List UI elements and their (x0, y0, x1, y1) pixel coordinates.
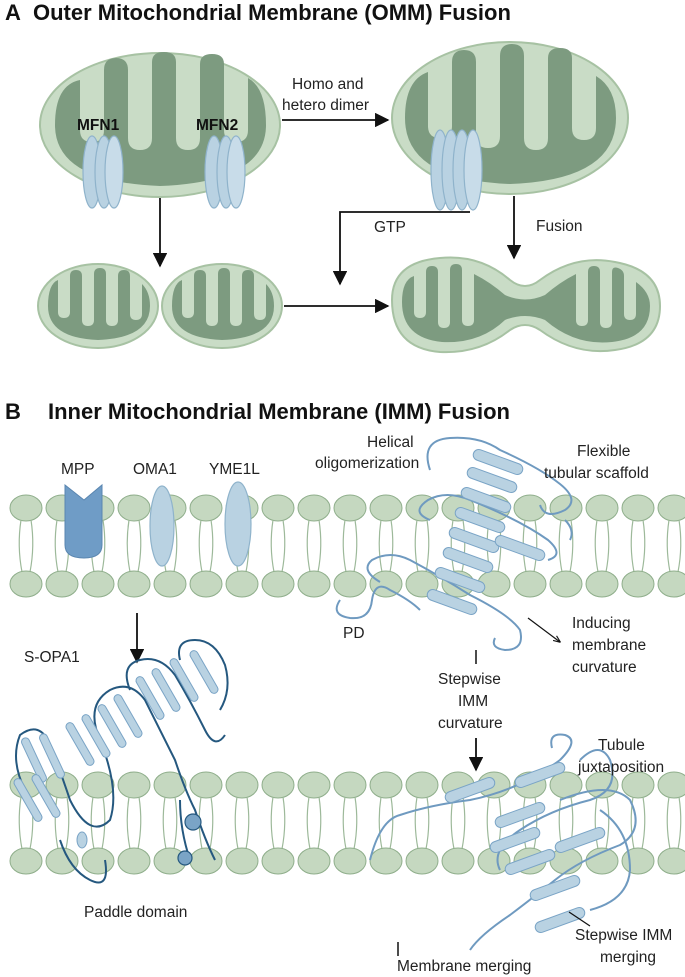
yme1l-label: YME1L (209, 461, 260, 478)
helical-label-1: Helical (367, 434, 414, 451)
oma1-label: OMA1 (133, 461, 177, 478)
dimer-label-1: Homo and (292, 76, 364, 93)
s-opa1-label: S-OPA1 (24, 649, 80, 666)
upper-lipid-bilayer (9, 494, 685, 598)
mitochondrion-fused (390, 256, 662, 354)
dimer-label-2: hetero dimer (282, 97, 369, 114)
mitochondrion-tethered (391, 41, 629, 211)
panel-a-title: Outer Mitochondrial Membrane (OMM) Fusio… (33, 0, 511, 25)
membrane-merging-label: Membrane merging (397, 958, 531, 975)
helical-label-2: oligomerization (315, 455, 419, 472)
curvature-pointer (527, 617, 560, 642)
mfn1-label: MFN1 (77, 117, 120, 134)
inducing-label-1: Inducing (572, 615, 631, 632)
panel-b: B Inner Mitochondrial Membrane (IMM) Fus… (5, 399, 685, 975)
gtp-arrow (332, 211, 470, 286)
lower-lipid-bilayer (9, 771, 685, 875)
stepwise-label-3: curvature (438, 715, 503, 732)
panel-a-letter: A (5, 0, 21, 25)
flexible-label-2: tubular scaffold (544, 465, 649, 482)
mfn2-protein (204, 135, 246, 209)
panel-b-title: Inner Mitochondrial Membrane (IMM) Fusio… (48, 399, 510, 424)
merging-pointer (568, 911, 591, 927)
mitochondrion-separate: MFN1 MFN2 (39, 52, 281, 209)
flexible-label-1: Flexible (577, 443, 630, 460)
mfn-dimer-protein (430, 129, 483, 211)
paddle-domain-ball-2 (177, 850, 193, 866)
paddle-label: Paddle domain (84, 904, 187, 921)
gtp-label: GTP (374, 219, 406, 236)
tubule-label-2: juxtaposition (577, 759, 664, 776)
fusion-label: Fusion (536, 218, 583, 235)
panel-a: A Outer Mitochondrial Membrane (OMM) Fus… (5, 0, 662, 354)
mitochondria-docked (37, 263, 283, 349)
paddle-domain-ball-1 (184, 813, 202, 831)
inducing-label-3: curvature (572, 659, 637, 676)
yme1l-protease (224, 481, 252, 567)
stepwise-label-1: Stepwise (438, 671, 501, 688)
pd-label: PD (343, 625, 365, 642)
oma1-protease (149, 485, 175, 567)
mfn2-label: MFN2 (196, 117, 238, 134)
merging-label-2: merging (600, 949, 656, 966)
inducing-label-2: membrane (572, 637, 646, 654)
mfn1-protein (82, 135, 124, 209)
mpp-label: MPP (61, 461, 95, 478)
stepwise-label-2: IMM (458, 693, 488, 710)
mpp-protease (64, 483, 103, 559)
helical-scaffold (335, 436, 573, 652)
s-opa1-coil (15, 638, 229, 884)
tubule-label-1: Tubule (598, 737, 645, 754)
merging-label-1: Stepwise IMM (575, 927, 672, 944)
paddle-helix-small (76, 831, 88, 849)
panel-b-letter: B (5, 399, 21, 424)
